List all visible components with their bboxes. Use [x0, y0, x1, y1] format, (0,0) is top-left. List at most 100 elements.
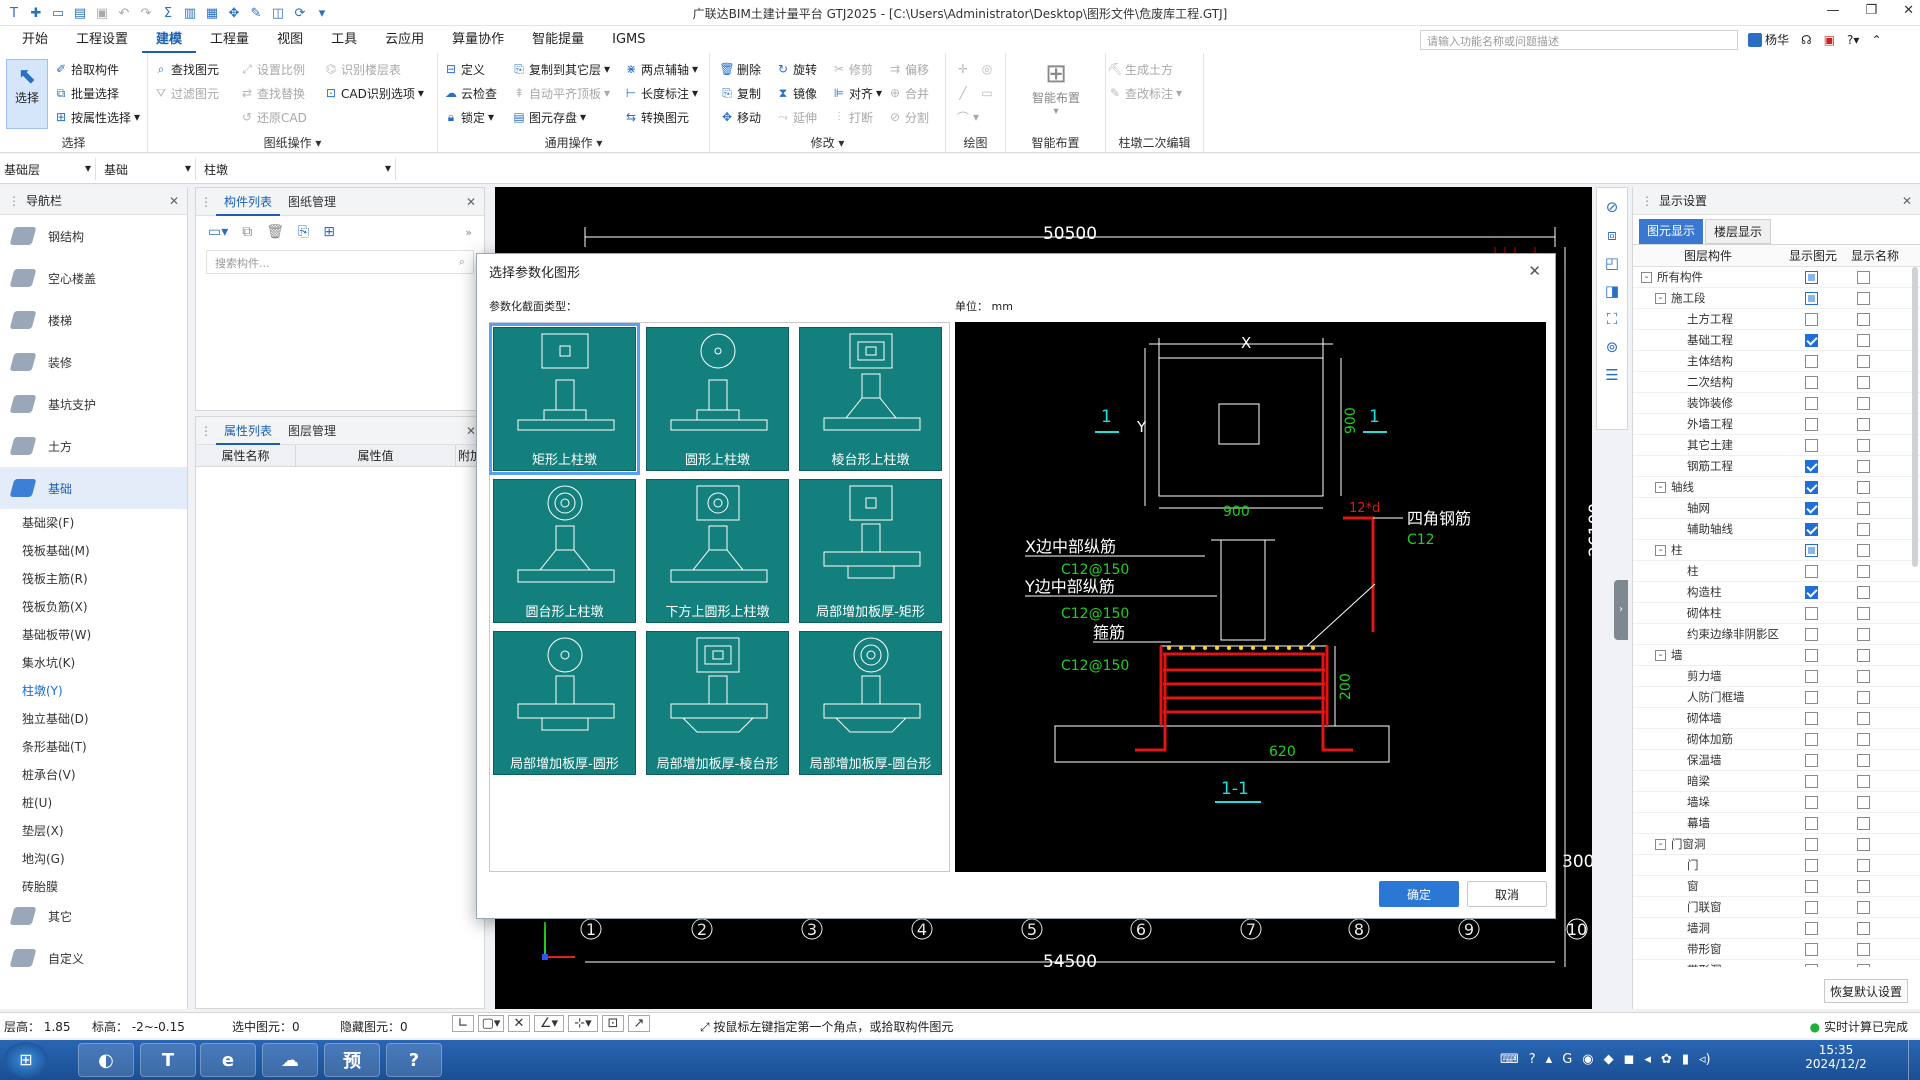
- check-label-button[interactable]: ✎查改标注▾: [1109, 86, 1183, 101]
- show-element-checkbox[interactable]: [1805, 313, 1818, 326]
- show-element-checkbox[interactable]: [1805, 292, 1818, 305]
- show-name-checkbox[interactable]: [1857, 691, 1870, 704]
- show-name-checkbox[interactable]: [1857, 838, 1870, 851]
- cloud-check-button[interactable]: ☁云检查: [445, 86, 498, 101]
- copy-to-floor-button[interactable]: ⎘复制到其它层▾: [512, 59, 610, 79]
- menu-collab[interactable]: 算量协作: [452, 32, 505, 47]
- taskbar-app-help[interactable]: ?: [386, 1043, 442, 1077]
- tray-app-icon[interactable]: ✿: [1660, 1052, 1672, 1067]
- show-name-checkbox[interactable]: [1857, 313, 1870, 326]
- menu-igms[interactable]: IGMS: [612, 32, 646, 47]
- cross-icon[interactable]: ✕: [508, 1015, 530, 1032]
- taskbar-app-cloud[interactable]: ☁: [262, 1043, 318, 1077]
- show-name-checkbox[interactable]: [1857, 964, 1870, 967]
- minimize-icon[interactable]: —: [1826, 3, 1840, 18]
- nav-cat-hollow-slab[interactable]: 空心楼盖: [0, 257, 187, 299]
- menu-modeling[interactable]: 建模: [142, 26, 197, 53]
- delete-component-icon[interactable]: 🗑︎: [266, 224, 285, 240]
- fullscreen-icon[interactable]: ⛶: [1606, 310, 1618, 328]
- show-element-checkbox[interactable]: [1805, 859, 1818, 872]
- nav-sub-item[interactable]: 条形基础(T): [22, 740, 87, 754]
- grid-snap-icon[interactable]: ⊡: [602, 1015, 624, 1032]
- tile-local-thick-cone[interactable]: 局部增加板厚-圆台形: [799, 631, 942, 775]
- sync-icon[interactable]: ⟳: [294, 5, 306, 21]
- security-icon[interactable]: ◆: [1603, 1052, 1614, 1067]
- menu-start[interactable]: 开始: [22, 32, 49, 47]
- tab-layer-management[interactable]: 图层管理: [288, 423, 337, 438]
- select-tool-button[interactable]: ⬉ 选择: [6, 59, 48, 129]
- clock[interactable]: 15:35 2024/12/2: [1805, 1043, 1867, 1071]
- pick-component-button[interactable]: ✐拾取构件: [55, 62, 120, 77]
- close-icon[interactable]: ✕: [1528, 262, 1541, 280]
- dynamic-input-icon[interactable]: ↗: [628, 1015, 650, 1032]
- component-select[interactable]: 柱墩▾: [200, 158, 396, 180]
- show-element-checkbox[interactable]: [1805, 586, 1818, 599]
- show-name-checkbox[interactable]: [1857, 607, 1870, 620]
- save-icon[interactable]: ▣: [95, 5, 109, 21]
- split-button[interactable]: ⊘分割: [889, 110, 930, 125]
- define-button[interactable]: ⊟定义: [445, 62, 486, 77]
- rotate-view-icon[interactable]: ⊘: [1605, 198, 1619, 216]
- drag-handle-icon[interactable]: ⋮: [1641, 193, 1653, 208]
- snap-icon[interactable]: ▢▾: [478, 1015, 504, 1032]
- restore-cad-button[interactable]: ↺还原CAD: [241, 110, 307, 125]
- keyboard-icon[interactable]: ⌨: [1500, 1052, 1519, 1067]
- nav-cat-stairs[interactable]: 楼梯: [0, 299, 187, 341]
- view-icon[interactable]: ◫: [271, 5, 285, 21]
- undo-icon[interactable]: ↶: [118, 5, 130, 21]
- tab-component-list[interactable]: 构件列表: [216, 188, 281, 216]
- show-desktop-button[interactable]: [1908, 1040, 1920, 1080]
- more-icon[interactable]: »: [465, 225, 472, 239]
- show-name-checkbox[interactable]: [1857, 565, 1870, 578]
- mirror-button[interactable]: ⧗镜像: [776, 83, 817, 103]
- show-element-checkbox[interactable]: [1805, 733, 1818, 746]
- component-search-input[interactable]: 搜索构件...⌕: [206, 250, 474, 274]
- tree-expand-toggle[interactable]: -: [1655, 650, 1666, 661]
- auto-align-top-button[interactable]: ⇞自动平齐顶板▾: [513, 86, 611, 101]
- show-name-checkbox[interactable]: [1857, 754, 1870, 767]
- nav-sub-item[interactable]: 独立基础(D): [22, 712, 89, 726]
- show-element-checkbox[interactable]: [1805, 439, 1818, 452]
- user-avatar[interactable]: 杨华: [1748, 31, 1789, 48]
- redo-icon[interactable]: ↷: [140, 5, 152, 21]
- show-element-checkbox[interactable]: [1805, 670, 1818, 683]
- note-icon[interactable]: ☰: [1605, 366, 1619, 384]
- show-element-checkbox[interactable]: [1805, 481, 1818, 494]
- nav-cat-decoration[interactable]: 装修: [0, 341, 187, 383]
- nav-sub-item[interactable]: 基础板带(W): [22, 628, 92, 642]
- grid-icon[interactable]: ▦: [205, 5, 219, 21]
- nav-sub-item[interactable]: 基础梁(F): [22, 516, 75, 530]
- nav-sub-item[interactable]: 垫层(X): [22, 824, 64, 838]
- show-element-checkbox[interactable]: [1805, 460, 1818, 473]
- show-name-checkbox[interactable]: [1857, 334, 1870, 347]
- show-name-checkbox[interactable]: [1857, 796, 1870, 809]
- sum-icon[interactable]: Σ: [163, 5, 173, 21]
- tree-expand-toggle[interactable]: -: [1655, 293, 1666, 304]
- nav-cat-pit-support[interactable]: 基坑支护: [0, 383, 187, 425]
- show-name-checkbox[interactable]: [1857, 943, 1870, 956]
- type-select[interactable]: 基础▾: [100, 158, 196, 180]
- extend-button[interactable]: ⤳延伸: [776, 107, 817, 127]
- ok-button[interactable]: 确定: [1379, 881, 1459, 907]
- show-name-checkbox[interactable]: [1857, 418, 1870, 431]
- show-element-checkbox[interactable]: [1805, 502, 1818, 515]
- restore-icon[interactable]: ❐: [1865, 3, 1878, 18]
- help-tray-icon[interactable]: ?: [1528, 1052, 1536, 1067]
- show-name-checkbox[interactable]: [1857, 544, 1870, 557]
- import-icon[interactable]: ⊞: [323, 224, 335, 240]
- tools-icon[interactable]: ✥: [228, 5, 240, 21]
- show-element-checkbox[interactable]: [1805, 712, 1818, 725]
- nav-cat-earthwork[interactable]: 土方: [0, 425, 187, 467]
- show-element-checkbox[interactable]: [1805, 334, 1818, 347]
- drag-handle-icon[interactable]: ⋮: [200, 194, 212, 209]
- show-name-checkbox[interactable]: [1857, 649, 1870, 662]
- show-name-checkbox[interactable]: [1857, 817, 1870, 830]
- show-element-checkbox[interactable]: [1805, 922, 1818, 935]
- menu-smart[interactable]: 智能提量: [532, 32, 585, 47]
- set-scale-button[interactable]: ⤢设置比例: [240, 59, 305, 79]
- show-name-checkbox[interactable]: [1857, 376, 1870, 389]
- nav-sub-item[interactable]: 地沟(G): [22, 852, 65, 866]
- show-name-checkbox[interactable]: [1857, 271, 1870, 284]
- show-element-checkbox[interactable]: [1805, 838, 1818, 851]
- menu-project-settings[interactable]: 工程设置: [76, 32, 129, 47]
